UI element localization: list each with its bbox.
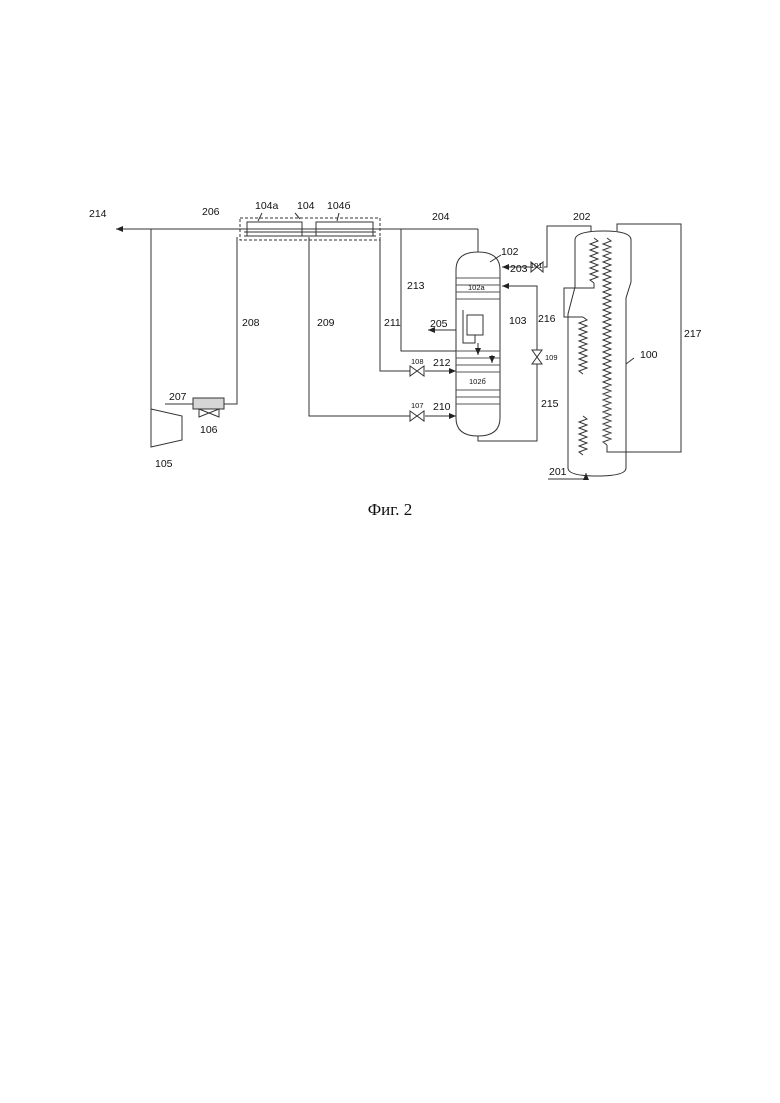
fan-106-icon [199,409,219,417]
label-102: 102 [501,246,519,258]
reactor-100 [568,231,631,476]
stream-208-line [224,237,237,404]
label-103: 103 [509,315,527,327]
label-203: 203 [510,263,528,275]
label-205: 205 [430,318,448,330]
label-215: 215 [541,398,559,410]
label-217: 217 [684,328,702,340]
label-213: 213 [407,280,425,292]
valve-107 [410,411,424,421]
reactor-coil-upper [590,238,598,283]
compressor-105 [151,409,182,447]
label-204: 204 [432,211,450,223]
label-108: 108 [411,357,424,366]
label-106: 106 [200,424,218,436]
reactor-coil-lower [579,416,587,455]
valve-108 [410,366,424,376]
label-212: 212 [433,357,451,369]
reactor-coil-right [603,238,611,445]
stream-215-line [478,364,537,441]
label-104: 104 [297,200,315,212]
label-208: 208 [242,317,260,329]
label-207: 207 [169,391,187,403]
label-210: 210 [433,401,451,413]
label-214: 214 [89,208,107,220]
label-104b: 104б [327,200,351,212]
label-107: 107 [411,401,424,410]
label-109: 109 [545,353,558,362]
label-202: 202 [573,211,591,223]
reactor-coil-middle [579,317,587,374]
label-104a: 104а [255,200,279,212]
label-206: 206 [202,206,220,218]
label-102a: 102а [468,283,486,292]
label-100: 100 [640,349,658,361]
label-105: 105 [155,458,173,470]
stream-202-line [544,226,591,267]
label-101: 101 [530,261,543,270]
valve-109 [532,350,542,364]
cooler-106 [193,398,224,409]
figure-caption: Фиг. 2 [0,500,780,520]
label-216: 216 [538,313,556,325]
stream-217-line [607,224,681,452]
label-211: 211 [384,317,401,329]
label-209: 209 [317,317,335,329]
label-201: 201 [549,466,567,478]
internal-exchanger-103 [467,315,483,335]
label-102b: 102б [469,377,486,386]
